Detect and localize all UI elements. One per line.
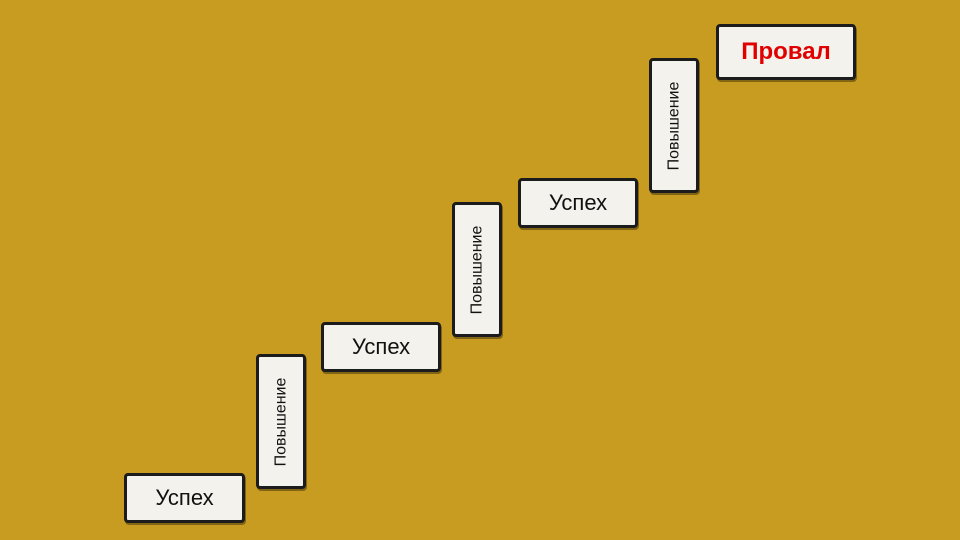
step-label: Успех bbox=[548, 190, 608, 215]
step-promotion-1: Повышение bbox=[256, 354, 306, 489]
step-label: Провал bbox=[741, 38, 831, 65]
step-label: Повышение bbox=[468, 225, 485, 314]
step-promotion-3: Повышение bbox=[649, 58, 699, 193]
step-label: Успех bbox=[155, 485, 214, 510]
step-label: Повышение bbox=[665, 81, 682, 170]
step-label: Успех bbox=[351, 334, 411, 359]
step-success-2: Успех bbox=[321, 322, 441, 372]
step-success-3: Успех bbox=[518, 178, 638, 228]
step-promotion-2: Повышение bbox=[452, 202, 502, 337]
step-failure: Провал bbox=[716, 24, 856, 80]
step-label: Повышение bbox=[272, 377, 289, 466]
step-success-1: Успех bbox=[124, 473, 245, 523]
